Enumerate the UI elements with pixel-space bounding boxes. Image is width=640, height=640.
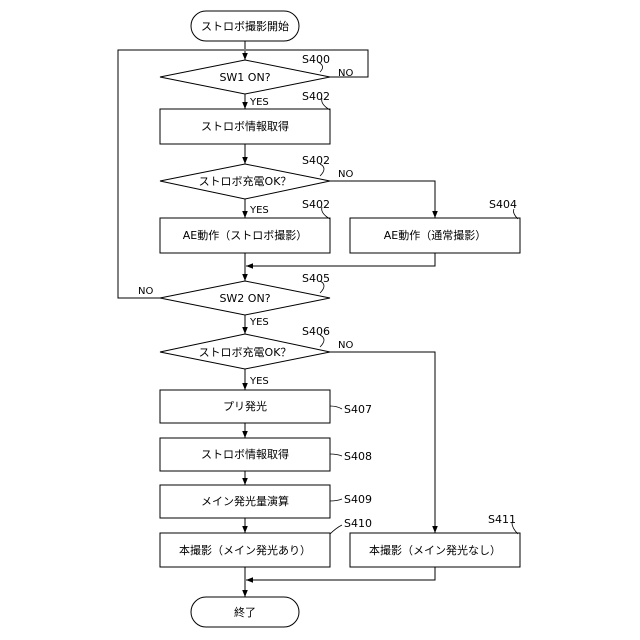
step-label-sw1: S400 [302,53,330,66]
step-label-calc: S409 [344,493,372,506]
branch-sw2-no: NO [138,286,153,297]
sw1-label: SW1 ON? [219,71,270,84]
edge-shootnoflash-to-merge [246,567,435,580]
step-label-charge-ok-1: S402 [302,154,330,167]
sw2-label: SW2 ON? [219,292,270,305]
step-label-ae-normal: S404 [489,198,517,211]
branch-sw1-yes: YES [249,97,269,108]
step-labels: S400 S402 S402 S402 S404 S405 S406 S407 … [302,53,517,530]
charge-ok-1-label: ストロボ充電OK？ [199,174,292,188]
step-label-shoot-noflash: S411 [488,513,516,526]
branch-sw1-no: NO [338,68,353,79]
calc-label: メイン発光量演算 [201,494,289,508]
leaders [318,62,518,534]
leader-s408 [330,454,342,456]
shapes [160,11,520,627]
ae-strobe-label: AE動作（ストロボ撮影） [183,228,307,242]
branch-charge2-yes: YES [249,376,269,387]
leader-s410 [330,525,342,534]
edge-aenormal-to-merge [246,253,435,266]
ae-normal-label: AE動作（通常撮影） [384,228,486,242]
step-label-get-info-1: S402 [302,90,330,103]
shoot-flash-label: 本撮影（メイン発光あり） [179,543,311,557]
step-label-ae-strobe: S402 [302,198,330,211]
pre-flash-label: プリ発光 [223,399,267,413]
charge-ok-2-label: ストロボ充電OK？ [199,345,292,359]
get-info-2-label: ストロボ情報取得 [201,448,289,461]
branch-charge2-no: NO [338,340,353,351]
step-label-shoot-flash: S410 [344,517,372,530]
end-label: 終了 [234,605,256,619]
leader-s407 [330,406,342,409]
step-label-pre-flash: S407 [344,403,372,416]
step-label-charge-ok-2: S406 [302,325,330,338]
get-info-1-label: ストロボ情報取得 [201,120,289,133]
start-label: ストロボ撮影開始 [201,19,289,33]
step-label-sw2: S405 [302,272,330,285]
branch-charge1-yes: YES [249,205,269,216]
shoot-noflash-label: 本撮影（メイン発光なし） [369,543,501,557]
branch-charge1-no: NO [338,169,353,180]
edge-charge1-no-to-aenormal [330,181,435,218]
branch-sw2-yes: YES [249,317,269,328]
step-label-get-info-2: S408 [344,450,372,463]
leader-s409 [330,499,342,501]
